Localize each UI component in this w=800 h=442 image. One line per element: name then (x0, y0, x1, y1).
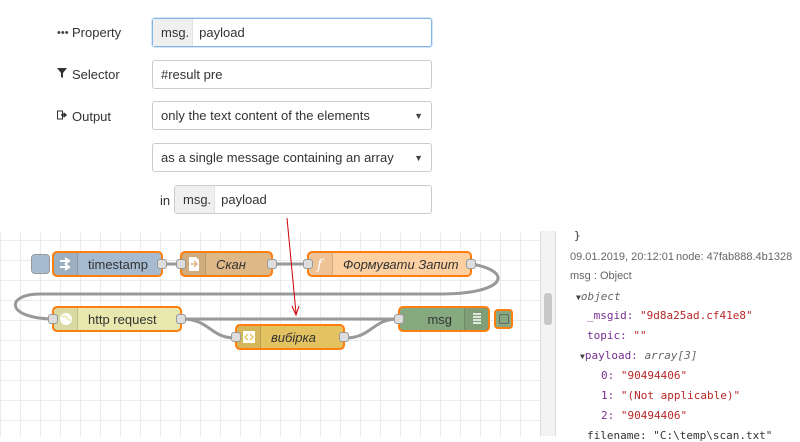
debug-payload-item-1: 1: "(Not applicable)" (601, 389, 741, 402)
output-message-value: as a single message containing an array (161, 150, 394, 165)
chevron-down-icon: ▼ (414, 110, 423, 121)
ellipsis-icon: ••• (57, 26, 69, 39)
output-message-select[interactable]: as a single message containing an array … (152, 143, 432, 172)
output-content-value: only the text content of the elements (161, 108, 370, 123)
inject-icon (54, 253, 78, 275)
output-target-input[interactable]: msg. payload (174, 185, 432, 214)
input-port[interactable] (231, 332, 241, 342)
output-label-row: Output (57, 109, 111, 124)
node-select-label: вибірка (271, 329, 316, 345)
property-label: Property (72, 25, 122, 40)
expand-triangle-icon: ▼ (576, 293, 581, 302)
property-label-row: ••• Property (57, 25, 121, 40)
input-port[interactable] (394, 314, 404, 324)
sign-out-icon (57, 110, 68, 123)
selector-label: Selector (72, 67, 120, 82)
debug-payload-item-2: 2: "90494406" (601, 409, 688, 422)
debug-fragment: } (574, 229, 581, 242)
output-port[interactable] (466, 259, 476, 269)
debug-topic-row: topic: "" (587, 329, 647, 342)
node-form-request-label: Формувати Запит (343, 256, 459, 272)
output-port[interactable] (157, 259, 167, 269)
property-input[interactable]: msg. payload (152, 18, 432, 47)
node-msg-debug[interactable]: msg (394, 306, 490, 332)
node-msg-label: msg (427, 311, 452, 327)
input-port[interactable] (48, 314, 58, 324)
node-scan-label: Скан (216, 256, 246, 272)
function-icon: f (309, 253, 333, 275)
debug-payload-row[interactable]: ▼payload: array[3] (580, 349, 698, 362)
debug-toggle-button[interactable] (494, 309, 513, 329)
debug-sidebar: } 09.01.2019, 20:12:01 node: 47fab888.4b… (540, 229, 800, 442)
file-icon (182, 253, 206, 275)
selector-value[interactable]: #result pre (161, 67, 223, 82)
output-content-select[interactable]: only the text content of the elements ▼ (152, 101, 432, 130)
node-http-request-label: http request (88, 311, 157, 327)
html-icon (237, 326, 261, 348)
debug-timestamp: 09.01.2019, 20:12:01 (570, 251, 674, 263)
output-target-value[interactable]: payload (221, 192, 267, 207)
inject-button[interactable] (31, 254, 50, 274)
output-port[interactable] (176, 314, 186, 324)
node-timestamp[interactable]: timestamp (52, 251, 167, 277)
debug-msg-type: msg : Object (570, 270, 632, 282)
scrollbar-thumb[interactable] (544, 293, 552, 325)
output-port[interactable] (339, 332, 349, 342)
chevron-down-icon: ▼ (414, 152, 423, 163)
debug-payload-item-0: 0: "90494406" (601, 369, 688, 382)
output-label: Output (72, 109, 112, 124)
output-port[interactable] (267, 259, 277, 269)
property-value[interactable]: payload (199, 25, 245, 40)
debug-node-id[interactable]: node: 47fab888.4b1328 (676, 251, 793, 263)
node-timestamp-label: timestamp (88, 256, 148, 272)
debug-msgid-row: _msgid: "9d8a25ad.cf41e8" (587, 309, 753, 322)
node-select[interactable]: вибірка (231, 324, 349, 350)
node-scan[interactable]: Скан (176, 251, 277, 277)
property-type-label[interactable]: msg. (153, 19, 194, 46)
expand-triangle-icon: ▼ (580, 352, 585, 361)
input-port[interactable] (176, 259, 186, 269)
svg-text:f: f (316, 257, 325, 272)
in-label: in (160, 193, 171, 208)
debug-object-row[interactable]: ▼object (576, 290, 621, 303)
output-target-type[interactable]: msg. (175, 186, 216, 213)
node-http-request[interactable]: http request (48, 306, 186, 332)
debug-icon (464, 308, 488, 330)
filter-icon (57, 68, 67, 81)
selector-input[interactable]: #result pre (152, 60, 432, 89)
node-form-request[interactable]: f Формувати Запит (303, 251, 476, 277)
selector-label-row: Selector (57, 67, 120, 82)
globe-icon (54, 308, 78, 330)
scrollbar[interactable] (540, 231, 556, 436)
input-port[interactable] (303, 259, 313, 269)
